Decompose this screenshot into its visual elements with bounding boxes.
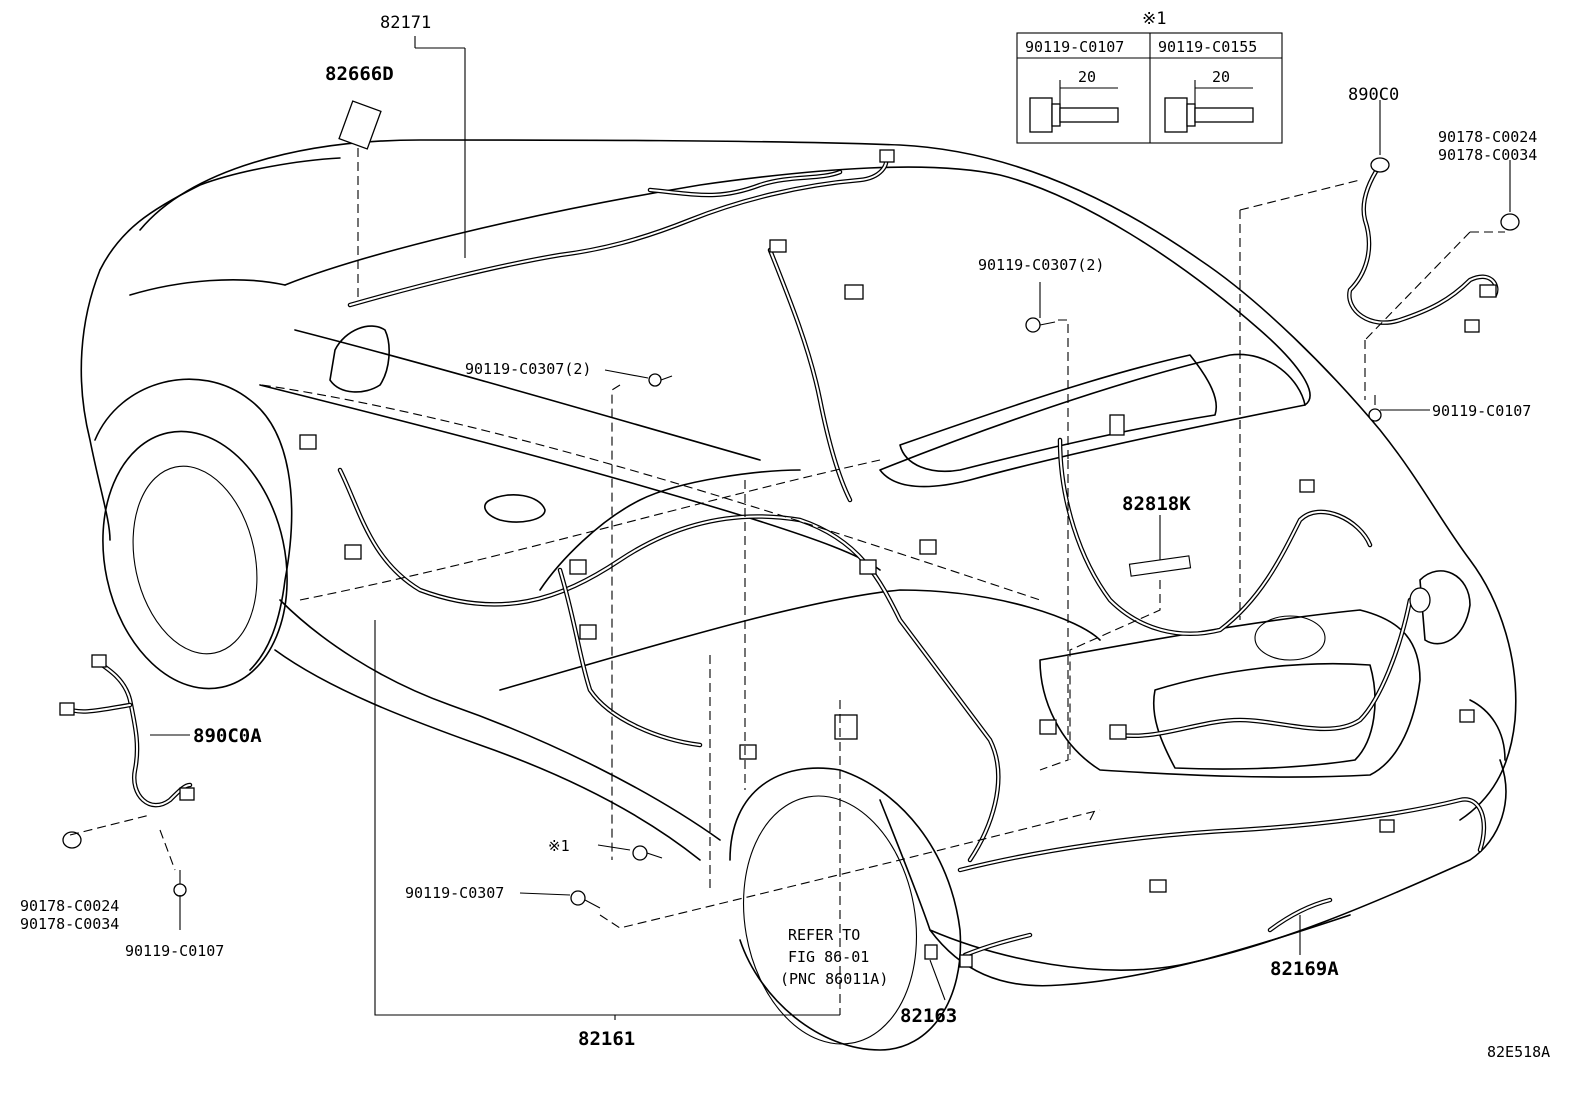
bolt-icon — [1368, 395, 1382, 422]
car-body — [80, 139, 1517, 1051]
bolt-table-marker: ※1 — [1142, 9, 1166, 29]
label-82818K: 82818K — [1122, 493, 1191, 515]
label-90119-C0107-right: 90119-C0107 — [1432, 402, 1531, 420]
leader-lines — [150, 36, 1511, 1020]
label-82169A: 82169A — [1270, 958, 1339, 980]
refer-line-1: REFER TO — [788, 926, 860, 944]
wire-harnesses — [62, 152, 1499, 958]
label-90119-C0107-left: 90119-C0107 — [125, 942, 224, 960]
bolt-table: ※1 90119-C0107 90119-C0155 20 20 — [1016, 9, 1283, 144]
rear-wheel — [742, 795, 918, 1045]
label-82818K-plate — [1128, 555, 1192, 577]
clip-icon — [1500, 213, 1520, 231]
label-90119-C0307-2-left: 90119-C0307(2) — [465, 360, 591, 378]
label-90178-C0024-left: 90178-C0024 — [20, 897, 119, 915]
connectors — [59, 100, 1497, 968]
figure-id: 82E518A — [1487, 1043, 1550, 1061]
rear-emblem — [1254, 615, 1326, 661]
label-90178-C0034-left: 90178-C0034 — [20, 915, 119, 933]
label-82171: 82171 — [380, 13, 431, 33]
front-wheel — [102, 430, 288, 690]
label-890C0A: 890C0A — [193, 725, 262, 747]
bolt-table-col2-header: 90119-C0155 — [1158, 38, 1257, 56]
bolt-icon — [1164, 97, 1254, 133]
bolt-icon — [1025, 317, 1056, 333]
fasteners — [62, 213, 1520, 909]
bolt-table-col2-length: 20 — [1212, 68, 1230, 86]
label-90119-C0307-2-right: 90119-C0307(2) — [978, 256, 1104, 274]
refer-line-2: FIG 86-01 — [788, 948, 869, 966]
label-82666D: 82666D — [325, 63, 394, 85]
bolt-icon — [632, 845, 663, 861]
bolt-table-col1-length: 20 — [1078, 68, 1096, 86]
bolt-icon — [173, 870, 187, 897]
refer-line-3: (PNC 86011A) — [780, 970, 888, 988]
dashed-guides — [69, 148, 1505, 1015]
bolt-icon — [570, 890, 601, 909]
connector-82666D — [338, 100, 382, 150]
bolt-table-col1-header: 90119-C0107 — [1025, 38, 1124, 56]
side-mirror — [329, 325, 390, 393]
bolt-icon — [1029, 97, 1119, 133]
label-90119-C0307: 90119-C0307 — [405, 884, 504, 902]
part-labels: 82171 82666D 90119-C0307(2) 90119-C0307(… — [20, 13, 1550, 1061]
label-82161: 82161 — [578, 1028, 635, 1050]
label-90178-C0034-right: 90178-C0034 — [1438, 146, 1537, 164]
label-82163: 82163 — [900, 1005, 957, 1027]
label-note-1: ※1 — [548, 837, 570, 855]
door-handle — [484, 494, 546, 523]
bolt-icon — [648, 373, 673, 387]
label-890C0: 890C0 — [1348, 85, 1399, 105]
clip-icon — [62, 831, 82, 849]
label-90178-C0024-right: 90178-C0024 — [1438, 128, 1537, 146]
